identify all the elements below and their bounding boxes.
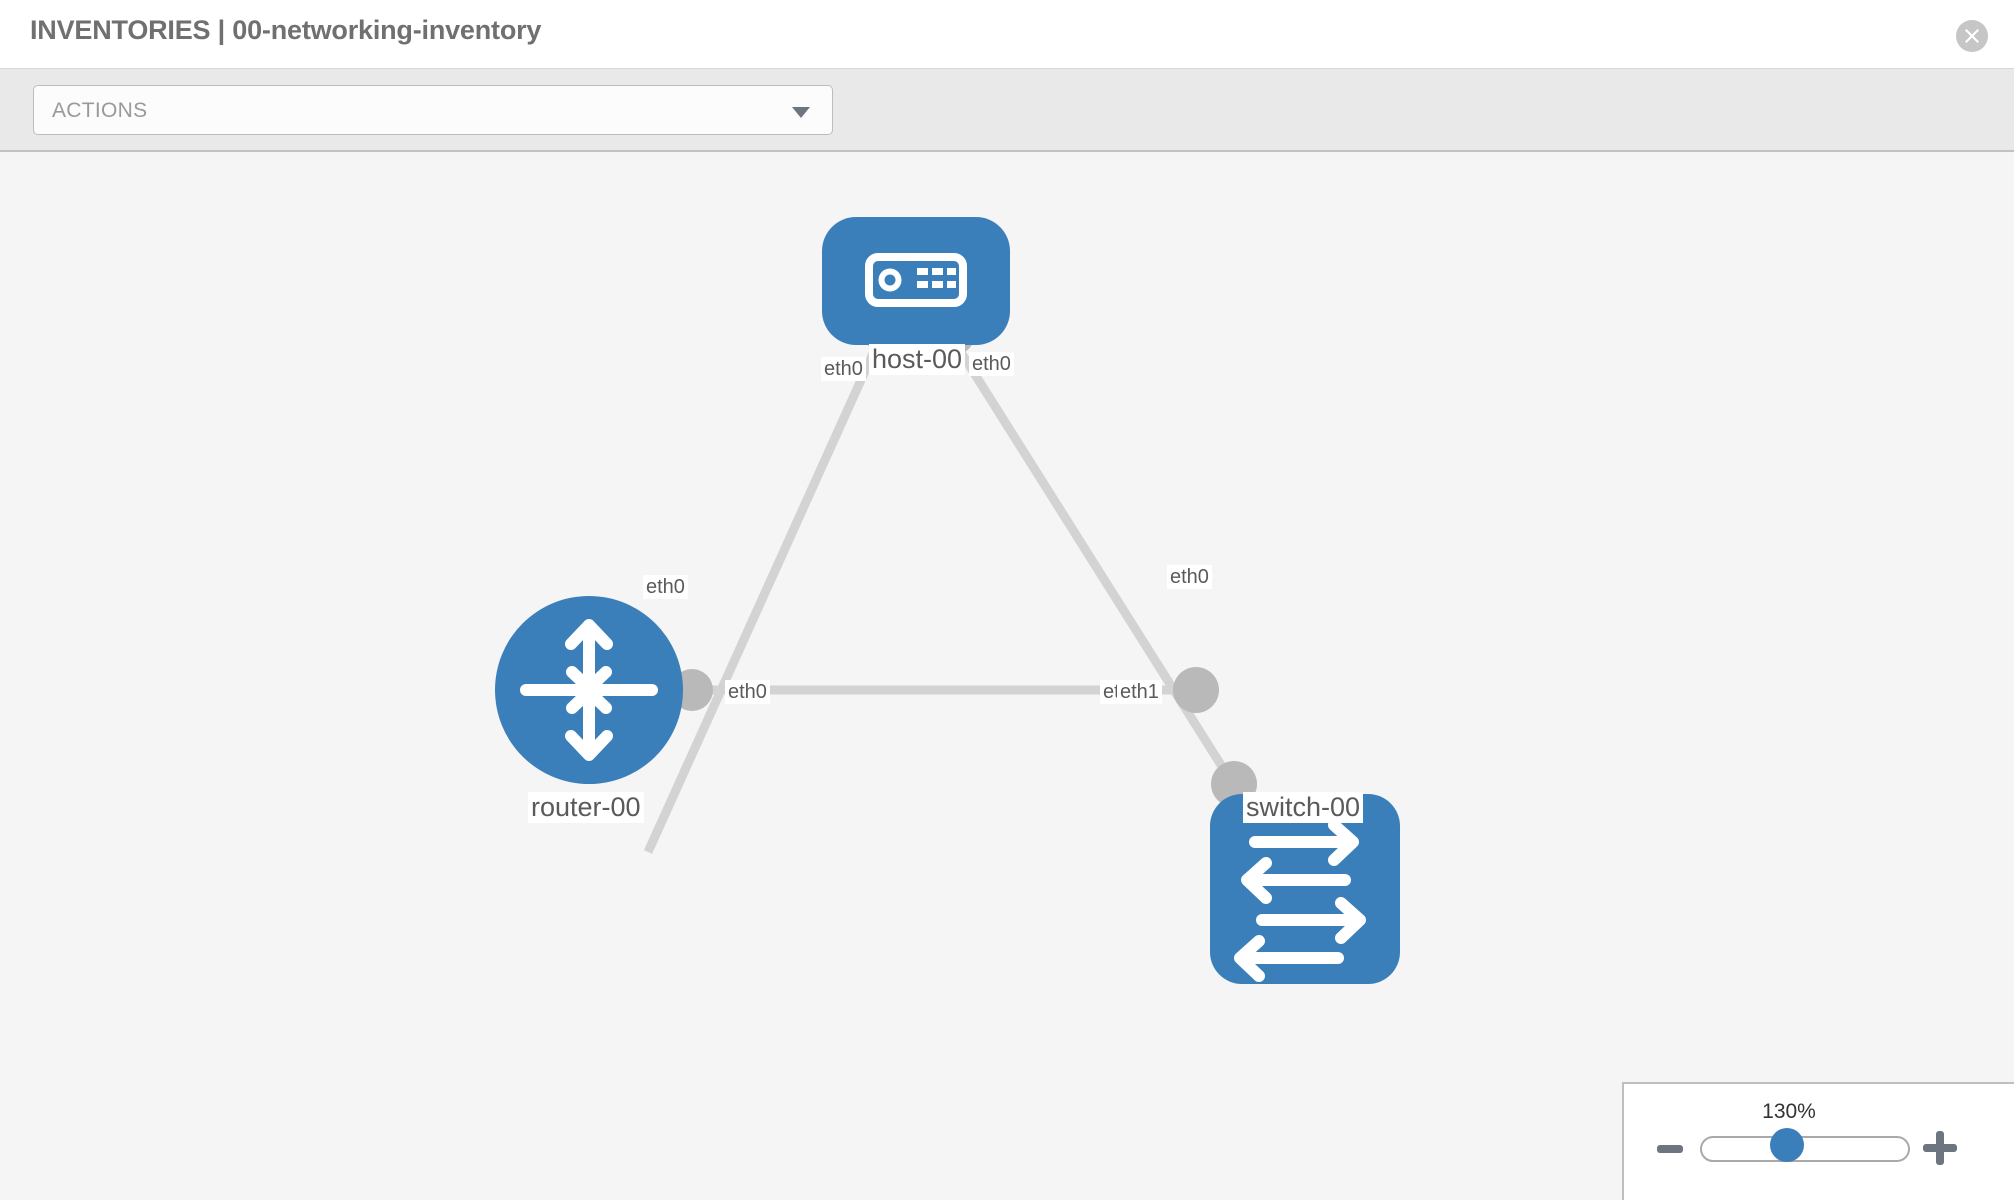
window-header: INVENTORIES | 00-networking-inventory xyxy=(0,0,2014,69)
zoom-control-panel: 130% xyxy=(1622,1082,2014,1200)
zoom-out-button[interactable] xyxy=(1656,1135,1684,1163)
page-title: INVENTORIES | 00-networking-inventory xyxy=(30,15,542,45)
topology-canvas[interactable]: host-00 router-00 switch-00 eth0 eth0 et… xyxy=(0,152,2014,1200)
interface-label-host00-right: eth0 xyxy=(969,352,1014,376)
node-switch-00[interactable] xyxy=(1210,794,1400,984)
topology-endpoints xyxy=(671,313,1257,807)
node-label-switch-00: switch-00 xyxy=(1243,792,1364,823)
switch-arrows-icon xyxy=(1234,819,1366,982)
interface-label-switch00-upper: eth0 xyxy=(1167,565,1212,589)
interface-label-switch00-left-b: eth1 xyxy=(1117,680,1162,704)
actions-dropdown-label: ACTIONS xyxy=(52,99,148,122)
topology-graph xyxy=(495,217,1400,984)
zoom-slider-thumb[interactable] xyxy=(1770,1128,1804,1162)
node-label-host-00: host-00 xyxy=(869,344,966,375)
interface-label-router00-upper: eth0 xyxy=(643,575,688,599)
edge-host00-router00[interactable] xyxy=(643,336,885,854)
edge-host00-switch00[interactable] xyxy=(948,335,1242,795)
zoom-percent-label: 130% xyxy=(1762,1100,1816,1123)
close-button[interactable] xyxy=(1956,20,1988,52)
topology-edges xyxy=(643,335,1242,854)
minus-icon xyxy=(1657,1145,1683,1153)
interface-label-host00-left: eth0 xyxy=(821,357,866,381)
actions-dropdown[interactable]: ACTIONS xyxy=(33,85,833,135)
interface-label-router00-right: eth0 xyxy=(725,680,770,704)
plus-icon xyxy=(1923,1131,1957,1165)
node-host-00[interactable] xyxy=(822,217,1010,345)
toolbar: ACTIONS SEARCH xyxy=(0,69,2014,204)
zoom-slider[interactable] xyxy=(1700,1136,1910,1162)
endpoint-switch00-left[interactable] xyxy=(1173,667,1219,713)
zoom-in-button[interactable] xyxy=(1922,1130,1958,1166)
node-label-router-00: router-00 xyxy=(528,792,644,823)
server-icon xyxy=(865,253,967,307)
close-icon xyxy=(1965,29,1979,43)
router-arrows-icon xyxy=(520,619,658,761)
chevron-down-icon xyxy=(792,107,810,118)
node-router-00[interactable] xyxy=(495,596,683,784)
